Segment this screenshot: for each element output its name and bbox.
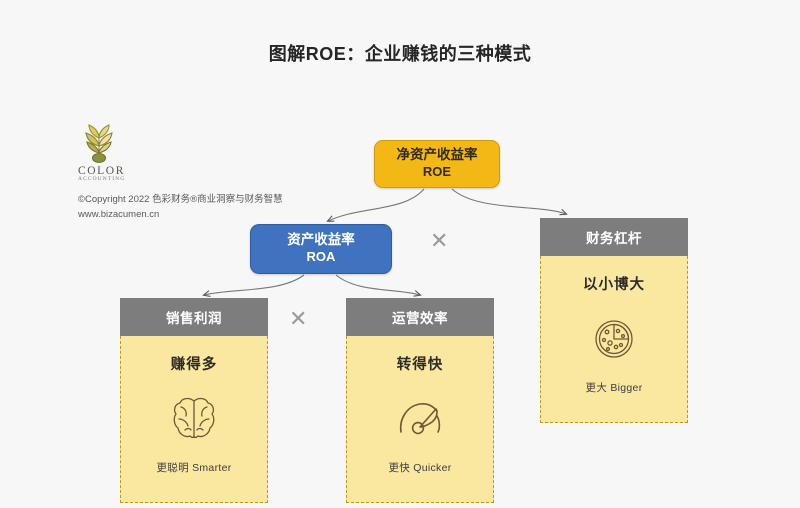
card-ops-header: 运营效率 — [346, 298, 494, 336]
connector-roe-to-roa — [328, 188, 425, 221]
card-leverage-body: 以小博大 更大 Bigger — [540, 256, 688, 423]
node-roe-cn: 净资产收益率 — [396, 147, 478, 163]
node-roe-en: ROE — [422, 164, 452, 180]
card-leverage-caption: 更大 Bigger — [585, 382, 643, 394]
brand-website: www.bizacumen.cn — [78, 208, 160, 220]
node-roe[interactable]: 净资产收益率 ROE — [374, 140, 500, 188]
card-ops-body: 转得快 更快 Quicker — [346, 336, 494, 503]
operator-multiply-roe-level: ✕ — [430, 228, 449, 253]
card-ops-caption: 更快 Quicker — [388, 462, 452, 474]
brand-wordmark-main: COLOR — [78, 165, 125, 177]
brand-wordmark-sub: ACCOUNTING — [78, 176, 126, 183]
speedometer-icon — [399, 403, 441, 435]
brand-copyright: ©Copyright 2022 色彩财务®商业洞察与财务智慧 www.bizac… — [78, 193, 308, 222]
card-financial-leverage[interactable]: 财务杠杆 以小博大 更大 Bigger — [540, 218, 688, 423]
pizza-icon — [595, 320, 633, 358]
connector-roe-to-leverage — [451, 188, 566, 214]
connector-roa-to-sales — [204, 274, 305, 295]
node-roa[interactable]: 资产收益率 ROA — [250, 224, 392, 274]
brand-block: COLOR ACCOUNTING ©Copyright 2022 色彩财务®商业… — [78, 120, 308, 222]
brain-icon — [173, 397, 215, 439]
node-roa-en: ROA — [306, 249, 336, 265]
card-sales-profit[interactable]: 销售利润 赚得多 更聪明 Smarter — [120, 298, 268, 503]
card-sales-body: 赚得多 更聪明 Smarter — [120, 336, 268, 503]
node-roa-cn: 资产收益率 — [287, 232, 355, 248]
card-sales-header: 销售利润 — [120, 298, 268, 336]
card-leverage-headline: 以小博大 — [583, 277, 645, 293]
copyright-line: ©Copyright 2022 色彩财务®商业洞察与财务智慧 — [78, 193, 283, 205]
card-sales-caption: 更聪明 Smarter — [156, 462, 232, 474]
card-sales-headline: 赚得多 — [170, 357, 218, 373]
color-accounting-wheat-logo-icon — [85, 124, 113, 164]
brand-wordmark: COLOR ACCOUNTING — [78, 165, 308, 183]
card-ops-headline: 转得快 — [396, 357, 444, 373]
page-title: 图解ROE：企业赚钱的三种模式 — [268, 44, 532, 64]
operator-multiply-roa-level: ✕ — [289, 306, 308, 331]
connector-roa-to-ops — [335, 274, 420, 295]
card-operating-efficiency[interactable]: 运营效率 转得快 更快 Quicker — [346, 298, 494, 503]
card-leverage-header: 财务杠杆 — [540, 218, 688, 256]
